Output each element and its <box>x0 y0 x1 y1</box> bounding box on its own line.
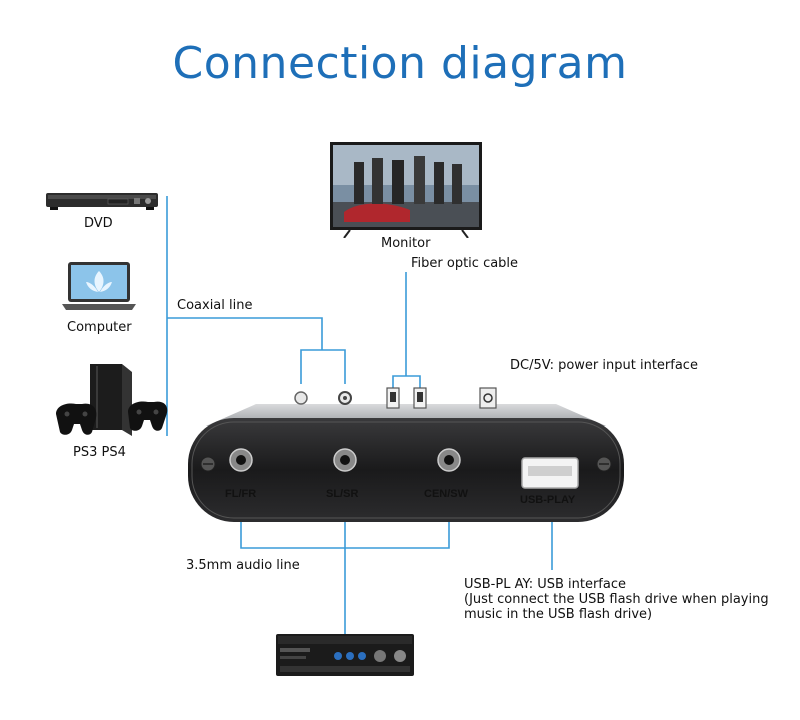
amplifier-icon <box>276 634 414 676</box>
laptop-icon <box>62 262 136 310</box>
audio-decoder-device <box>188 387 624 522</box>
jack-label-sl-sr: SL/SR <box>326 488 359 500</box>
usb-info-line2: (Just connect the USB flash drive when p… <box>464 592 769 607</box>
dc-power-label: DC/5V: power input interface <box>510 358 698 373</box>
monitor-label: Monitor <box>381 236 431 251</box>
dvd-player-icon <box>46 193 158 210</box>
fiber-optic-label: Fiber optic cable <box>411 256 519 271</box>
coaxial-label: Coaxial line <box>177 298 253 313</box>
tv-monitor-icon <box>330 142 482 238</box>
ps-label: PS3 PS4 <box>73 445 126 460</box>
audio-line-label: 3.5mm audio line <box>186 558 300 573</box>
jack-label-usb-play: USB-PLAY <box>520 494 576 506</box>
usb-info-line1: USB-PL AY: USB interface <box>464 577 626 592</box>
page-title: Connection diagram <box>172 38 628 89</box>
dvd-label: DVD <box>84 216 113 231</box>
usb-interface-description: USB-PL AY: USB interface (Just connect t… <box>464 577 769 622</box>
jack-label-fl-fr: FL/FR <box>225 488 257 500</box>
computer-label: Computer <box>67 320 132 335</box>
game-console-icon <box>56 364 168 436</box>
usb-info-line3: music in the USB flash drive) <box>464 607 653 622</box>
jack-label-cen-sw: CEN/SW <box>424 488 468 500</box>
